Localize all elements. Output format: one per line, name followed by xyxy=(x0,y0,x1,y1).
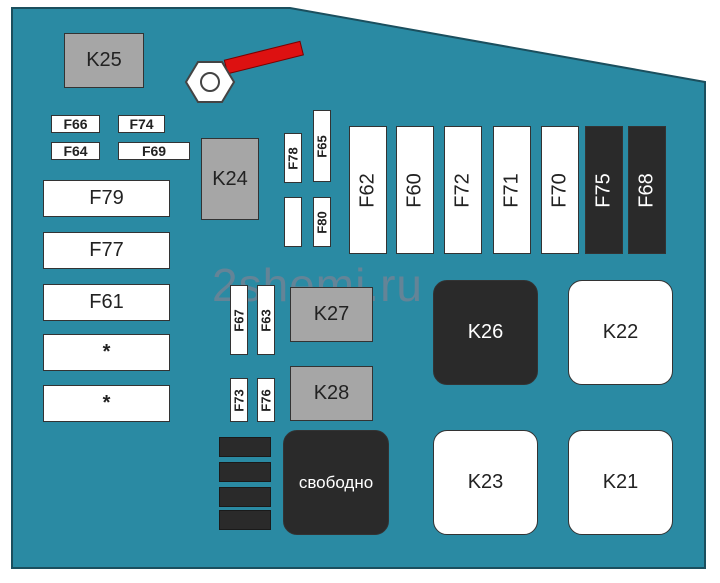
fuse-f76: F76 xyxy=(257,378,275,422)
relay-k21: K21 xyxy=(568,430,673,535)
fuse-f79: F79 xyxy=(43,180,170,217)
fuse-f65: F65 xyxy=(313,110,331,182)
fuse-f73: F73 xyxy=(230,378,248,422)
relay-k23: K23 xyxy=(433,430,538,535)
relay-k22: K22 xyxy=(568,280,673,385)
fuse-f69: F69 xyxy=(118,142,190,160)
fuse-f78: F78 xyxy=(284,133,302,183)
fuse-f71: F71 xyxy=(493,126,531,254)
fuse-f61: F61 xyxy=(43,284,170,321)
nut-hole-icon xyxy=(200,72,220,92)
free-slot: свободно xyxy=(283,430,389,535)
relay-k27: K27 xyxy=(290,287,373,342)
fuse-unnamed-1: * xyxy=(43,334,170,371)
fuse-empty-slot xyxy=(284,197,302,247)
fuse-f64: F64 xyxy=(51,142,100,160)
fuse-f72: F72 xyxy=(444,126,482,254)
hex-nut-icon xyxy=(184,61,236,103)
relay-k24: K24 xyxy=(201,138,259,220)
fuse-f77: F77 xyxy=(43,232,170,269)
relay-k25: K25 xyxy=(64,33,144,88)
fuse-f80: F80 xyxy=(313,197,331,247)
fuse-f68: F68 xyxy=(628,126,666,254)
connector-block-2 xyxy=(219,462,271,482)
fuse-f62: F62 xyxy=(349,126,387,254)
fuse-f67: F67 xyxy=(230,285,248,355)
fuse-unnamed-2: * xyxy=(43,385,170,422)
fuse-f60: F60 xyxy=(396,126,434,254)
connector-block-3 xyxy=(219,487,271,507)
fuse-f70: F70 xyxy=(541,126,579,254)
fuse-f75: F75 xyxy=(585,126,623,254)
connector-block-1 xyxy=(219,437,271,457)
connector-block-4 xyxy=(219,510,271,530)
fuse-f66: F66 xyxy=(51,115,100,133)
lever-icon xyxy=(184,40,304,103)
relay-k26: K26 xyxy=(433,280,538,385)
fuse-f74: F74 xyxy=(118,115,165,133)
relay-k28: K28 xyxy=(290,366,373,421)
fuse-f63: F63 xyxy=(257,285,275,355)
